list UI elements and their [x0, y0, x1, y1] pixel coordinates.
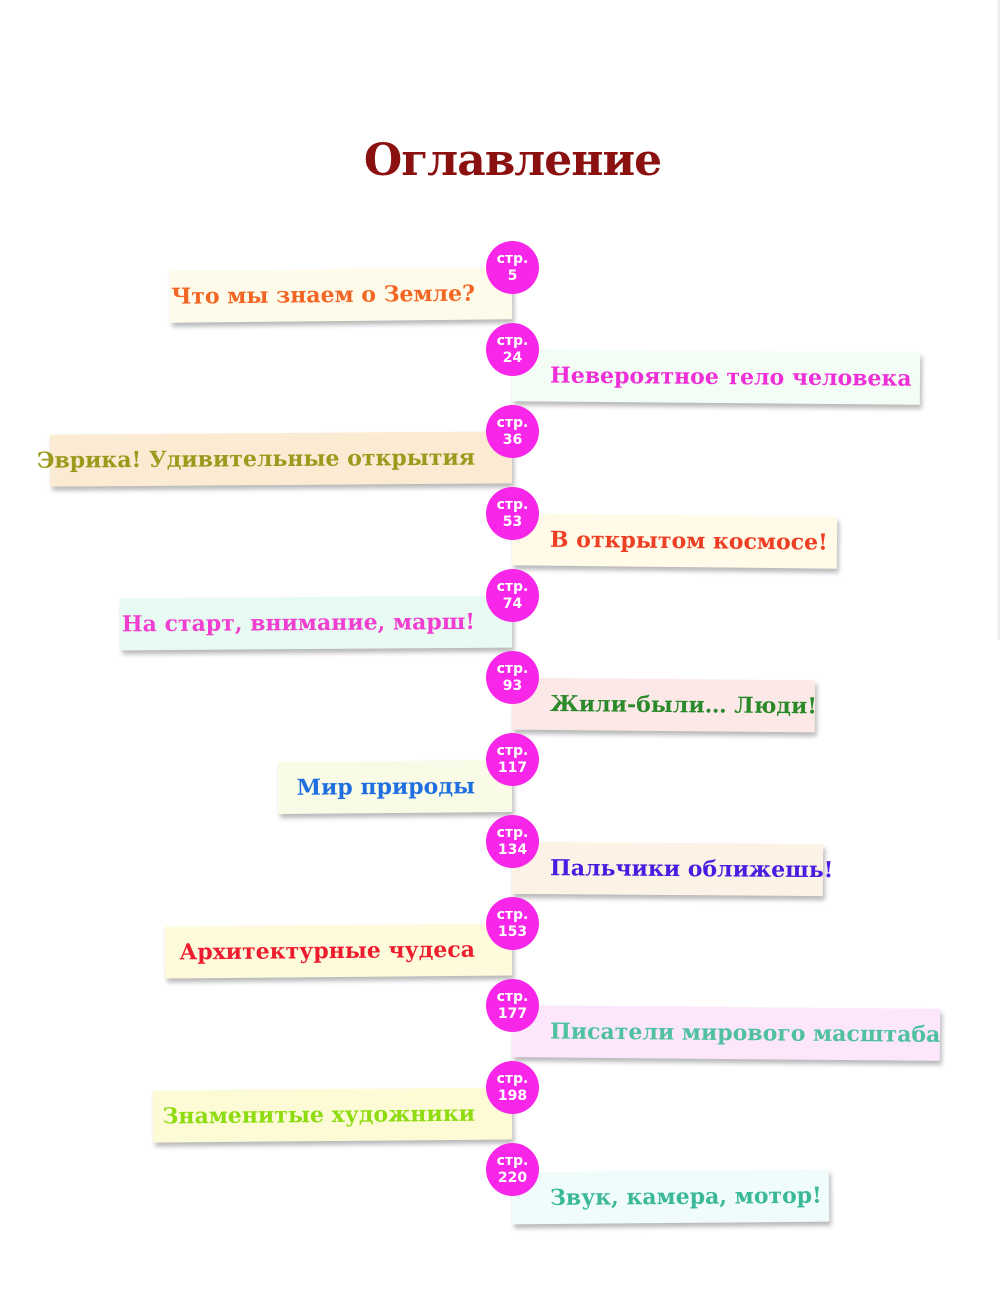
page-number: 93: [502, 677, 523, 694]
page-prefix: стр.: [496, 496, 529, 513]
page-number-badge: стр.53: [486, 487, 539, 540]
page-number-badge: стр.153: [486, 897, 539, 950]
toc-entry[interactable]: Звук, камера, мотор!: [511, 1169, 830, 1225]
toc-entry[interactable]: Мир природы: [277, 759, 513, 815]
page-prefix: стр.: [496, 1152, 529, 1169]
page-number: 117: [497, 759, 528, 776]
page-number-badge: стр.198: [486, 1061, 539, 1114]
toc-entry[interactable]: Эврика! Удивительные открытия: [37, 431, 513, 487]
toc-entry[interactable]: Пальчики оближешь!: [511, 841, 833, 897]
page-number: 198: [497, 1087, 528, 1104]
page-prefix: стр.: [496, 578, 529, 595]
toc-entry[interactable]: Жили-были… Люди!: [511, 677, 818, 733]
page-number: 220: [497, 1169, 528, 1186]
page-number: 53: [502, 513, 523, 530]
page-number: 153: [497, 923, 528, 940]
page-prefix: стр.: [496, 1070, 529, 1087]
page-prefix: стр.: [496, 332, 529, 349]
page-number-badge: стр.5: [486, 241, 539, 294]
page-title: Оглавление: [363, 135, 662, 186]
toc-entry-title: Мир природы: [296, 773, 476, 801]
toc-entry-title: Невероятное тело человека: [549, 362, 912, 392]
page-edge: [996, 0, 1000, 640]
page-prefix: стр.: [496, 414, 529, 431]
page-prefix: стр.: [496, 906, 529, 923]
page-number-badge: стр.117: [486, 733, 539, 786]
toc-entry[interactable]: Что мы знаем о Земле?: [169, 267, 513, 323]
toc-entry-title: Звук, камера, мотор!: [549, 1182, 822, 1212]
page-number-badge: стр.74: [486, 569, 539, 622]
toc-entry-title: Пальчики оближешь!: [549, 855, 834, 884]
toc-entry[interactable]: Писатели мирового масштаба: [511, 1005, 941, 1061]
page-number: 36: [502, 431, 523, 448]
page-number-badge: стр.177: [486, 979, 539, 1032]
page-prefix: стр.: [496, 742, 529, 759]
toc-entry-title: Писатели мирового масштаба: [549, 1018, 941, 1048]
toc-entry-title: Эврика! Удивительные открытия: [36, 444, 476, 474]
toc-entry-title: На старт, внимание, марш!: [121, 608, 476, 638]
toc-entry-title: Жили-были… Люди!: [549, 691, 818, 720]
page-prefix: стр.: [496, 988, 529, 1005]
toc-entry[interactable]: На старт, внимание, марш!: [119, 595, 513, 651]
toc-entry-title: Архитектурные чудеса: [179, 936, 476, 966]
page-number-badge: стр.36: [486, 405, 539, 458]
toc-entry-title: Знаменитые художники: [162, 1100, 476, 1130]
page-number-badge: стр.134: [486, 815, 539, 868]
page-number-badge: стр.220: [486, 1143, 539, 1196]
toc-entry[interactable]: Знаменитые художники: [152, 1087, 513, 1143]
toc-entry[interactable]: Архитектурные чудеса: [164, 923, 513, 979]
toc-entry[interactable]: В открытом космосе!: [511, 513, 838, 569]
page-prefix: стр.: [496, 824, 529, 841]
toc-entry-title: Что мы знаем о Земле?: [171, 280, 476, 310]
page-number-badge: стр.24: [486, 323, 539, 376]
toc-entry-title: В открытом космосе!: [549, 526, 828, 556]
page-number-badge: стр.93: [486, 651, 539, 704]
page-prefix: стр.: [496, 660, 529, 677]
toc-entry[interactable]: Невероятное тело человека: [511, 349, 921, 405]
page-number: 177: [497, 1005, 528, 1022]
page-prefix: стр.: [496, 250, 529, 267]
page-number: 24: [502, 349, 523, 366]
page-number: 74: [502, 595, 523, 612]
page-number: 5: [507, 267, 518, 284]
page-number: 134: [497, 841, 528, 858]
